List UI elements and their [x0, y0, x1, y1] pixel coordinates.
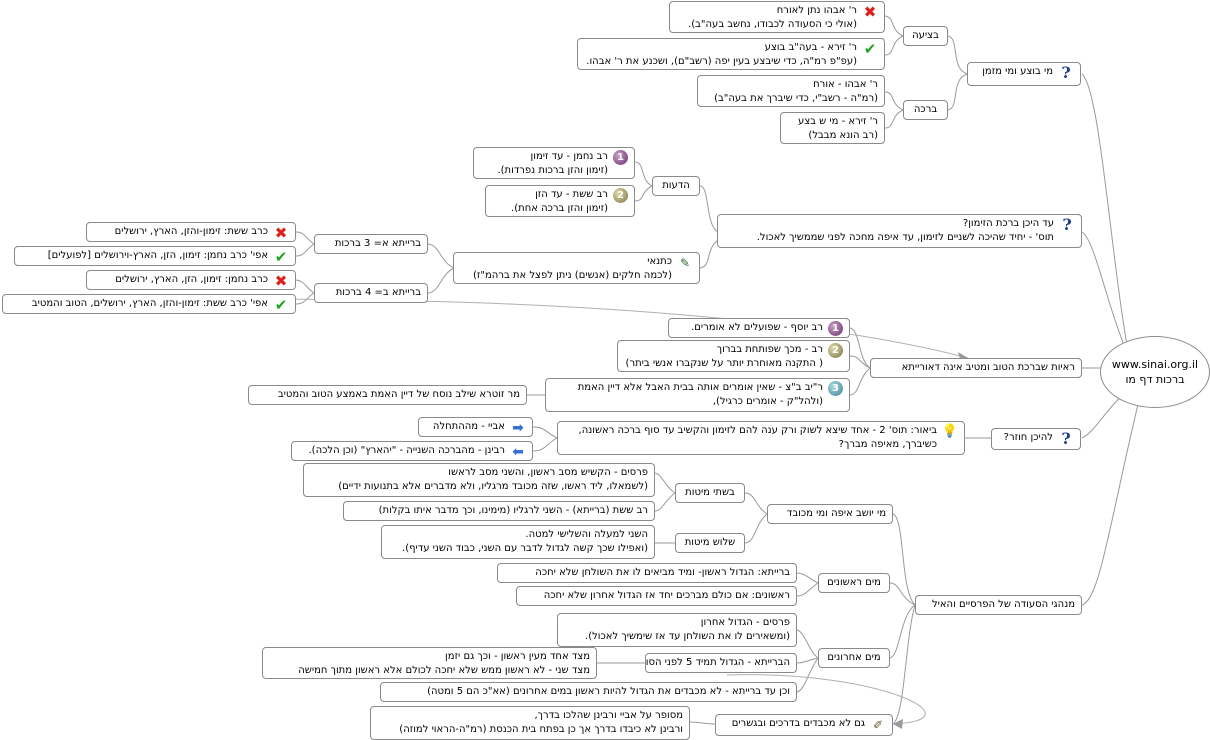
priority-3-icon: 3 [828, 381, 843, 396]
topic-baraita-a-x[interactable]: ✖כרב ששת: זימון-והזן, הארץ, ירושלים [86, 222, 296, 242]
topic-rav-abahu-guest[interactable]: ✖ ר' אבהו נתן לאורח(אולי כי הסעודה לכבוד… [669, 1, 885, 33]
topic-not-honored[interactable]: ✐גם לא מכבדים בדרכים ובגשרים [715, 714, 893, 736]
topic-rav-ad[interactable]: וכן עד ברייתא - לא מכבדים את הגדול להיות… [380, 682, 797, 702]
topic-fw-baraita[interactable]: ברייתא: הגדול ראשון- ומיד מביאים לו את ה… [497, 563, 797, 583]
topic-rach[interactable]: 3 ר"יב ב"צ - שאין אומרים אותה בבית האבל … [545, 378, 850, 412]
topic-persians[interactable]: פרסים - הקשיש מסב ראשון, והשני מסב לראשו… [303, 463, 655, 497]
topic-three-beds[interactable]: שלוש מיטות [675, 533, 745, 553]
question-icon: ? [1061, 63, 1071, 82]
check-icon: ✔ [274, 248, 288, 266]
pencil-icon: ✎ [679, 256, 691, 270]
topic-third[interactable]: השני למעלה והשלישי למטה.(ואפילו שכך קשה … [381, 525, 655, 559]
central-topic[interactable]: www.sinai.org.il ברכות דף מו [1100, 336, 1210, 408]
topic-mar-zutra[interactable]: מר זוטרא שילב נוסח של דיין האמת באמצע הט… [248, 385, 527, 405]
priority-1-icon: 1 [828, 321, 843, 336]
topic-story[interactable]: מסופר על אביי ורבינן שהלכו בדרך,ורבינן ל… [370, 706, 690, 740]
note-icon: ✐ [872, 718, 884, 732]
lightbulb-icon: 💡 [941, 424, 959, 439]
topic-rav-nachman[interactable]: 1 רב נחמן - עד זימון(זימון והזן ברכות נפ… [473, 147, 635, 179]
topic-bitzia[interactable]: בציעה [903, 26, 948, 46]
topic-until-return[interactable]: ?להיכן חוזר? [991, 428, 1081, 450]
check-icon: ✔ [274, 296, 288, 314]
topic-until-where[interactable]: ? עד היכן ברכת הזימון?תוס' - יחיד שהיכה … [717, 214, 1082, 248]
topic-proofs[interactable]: ראיות שברכת הטוב ומטיב אינה דאורייתא [870, 358, 1082, 378]
topic-fw-rishonim[interactable]: ראשונים: אם כולם מברכים יחד אז הגדול אחר… [516, 586, 797, 606]
check-icon: ✔ [863, 40, 877, 58]
topic-biur[interactable]: 💡 ביאור: תוס' 2 - אחד שיצא לשוק ורק ענה … [557, 421, 965, 455]
arrow-left-icon: ⬅ [512, 444, 524, 460]
topic-two-beds[interactable]: בשתי מיטות [675, 483, 745, 503]
topic-rav-sheshet[interactable]: 2 רב ששת - עד הזן(זימון והזן ברכה אחת). [485, 185, 635, 217]
topic-baraita-b[interactable]: ברייתא ב= 4 ברכות [314, 283, 428, 303]
topic-who-sits[interactable]: מי יושב איפה ומי מכובד [767, 504, 893, 524]
topic-customs[interactable]: מנהגי הסעודה של הפרסיים והאיל [915, 595, 1082, 615]
x-icon: ✖ [274, 272, 288, 290]
topic-baraita-b-check[interactable]: ✔אפי' כרב ששת: זימון-והזן, הארץ, ירושלים… [2, 294, 296, 314]
topic-persians-last[interactable]: פרסים - הגדול אחרון(ומשאירים לו את השולח… [557, 613, 797, 647]
topic-who-blesses[interactable]: ?מי בוצע ומי מזמן [967, 62, 1081, 86]
priority-2-icon: 2 [828, 343, 843, 358]
arrow-right-icon: ➡ [512, 420, 524, 436]
topic-last-water[interactable]: מים אחרונים [818, 648, 890, 668]
topic-abaye[interactable]: ➡אביי - מההתחלה [418, 417, 533, 437]
topic-rav-zeira[interactable]: ✔ ר' זירא - בעה"ב בוצע(עפ"פ רמ"ה, כדי שי… [577, 38, 885, 70]
topic-rav-hatov[interactable]: 2 רב - מכך שפותחת בברוך( התקנה מאוחרת יו… [617, 340, 850, 372]
topic-baraita-a-check[interactable]: ✔אפי' כרב נחמן: זימון, הזן, הארץ-וירושלי… [14, 246, 296, 266]
topic-rav-zeira-who[interactable]: ר' זירא - מי ש בצע(רב הונא מבבל) [780, 112, 885, 144]
topic-first-water[interactable]: מים ראשונים [818, 573, 890, 593]
topic-rav-sheshet-feet[interactable]: רב ששת (ברייתא) - השני לרגליו (מימינו, ו… [343, 501, 655, 521]
topic-tanaim[interactable]: ✎ כתנאי(לכמה חלקים (אנשים) ניתן לפצל את … [453, 252, 700, 284]
topic-baraita-b-x[interactable]: ✖כרב נחמן: זימון, הזן, הארץ, ירושלים [86, 270, 296, 290]
priority-2-icon: 2 [613, 188, 628, 203]
question-icon: ? [1062, 215, 1072, 234]
question-icon: ? [1061, 429, 1071, 448]
topic-bracha[interactable]: ברכה [903, 100, 948, 120]
x-icon: ✖ [863, 3, 877, 21]
topic-baraita-five[interactable]: הברייתא - הגדול תמיד 5 לפני הסוף [645, 653, 797, 673]
topic-rav-abahu-orech[interactable]: ר' אבהו - אורח(רמ"ה - רשב"י, כדי שיברך א… [697, 75, 885, 107]
topic-baraita-a[interactable]: ברייתא א= 3 ברכות [314, 234, 428, 254]
topic-deot[interactable]: הדעות [652, 176, 700, 196]
central-topic-title: ברכות דף מו [1125, 373, 1185, 386]
x-icon: ✖ [274, 224, 288, 242]
priority-1-icon: 1 [613, 150, 628, 165]
central-topic-url: www.sinai.org.il [1111, 358, 1199, 371]
topic-ravina[interactable]: ⬅רבינן - מהברכה השנייה - "יהארץ" (וכן הל… [291, 441, 533, 461]
